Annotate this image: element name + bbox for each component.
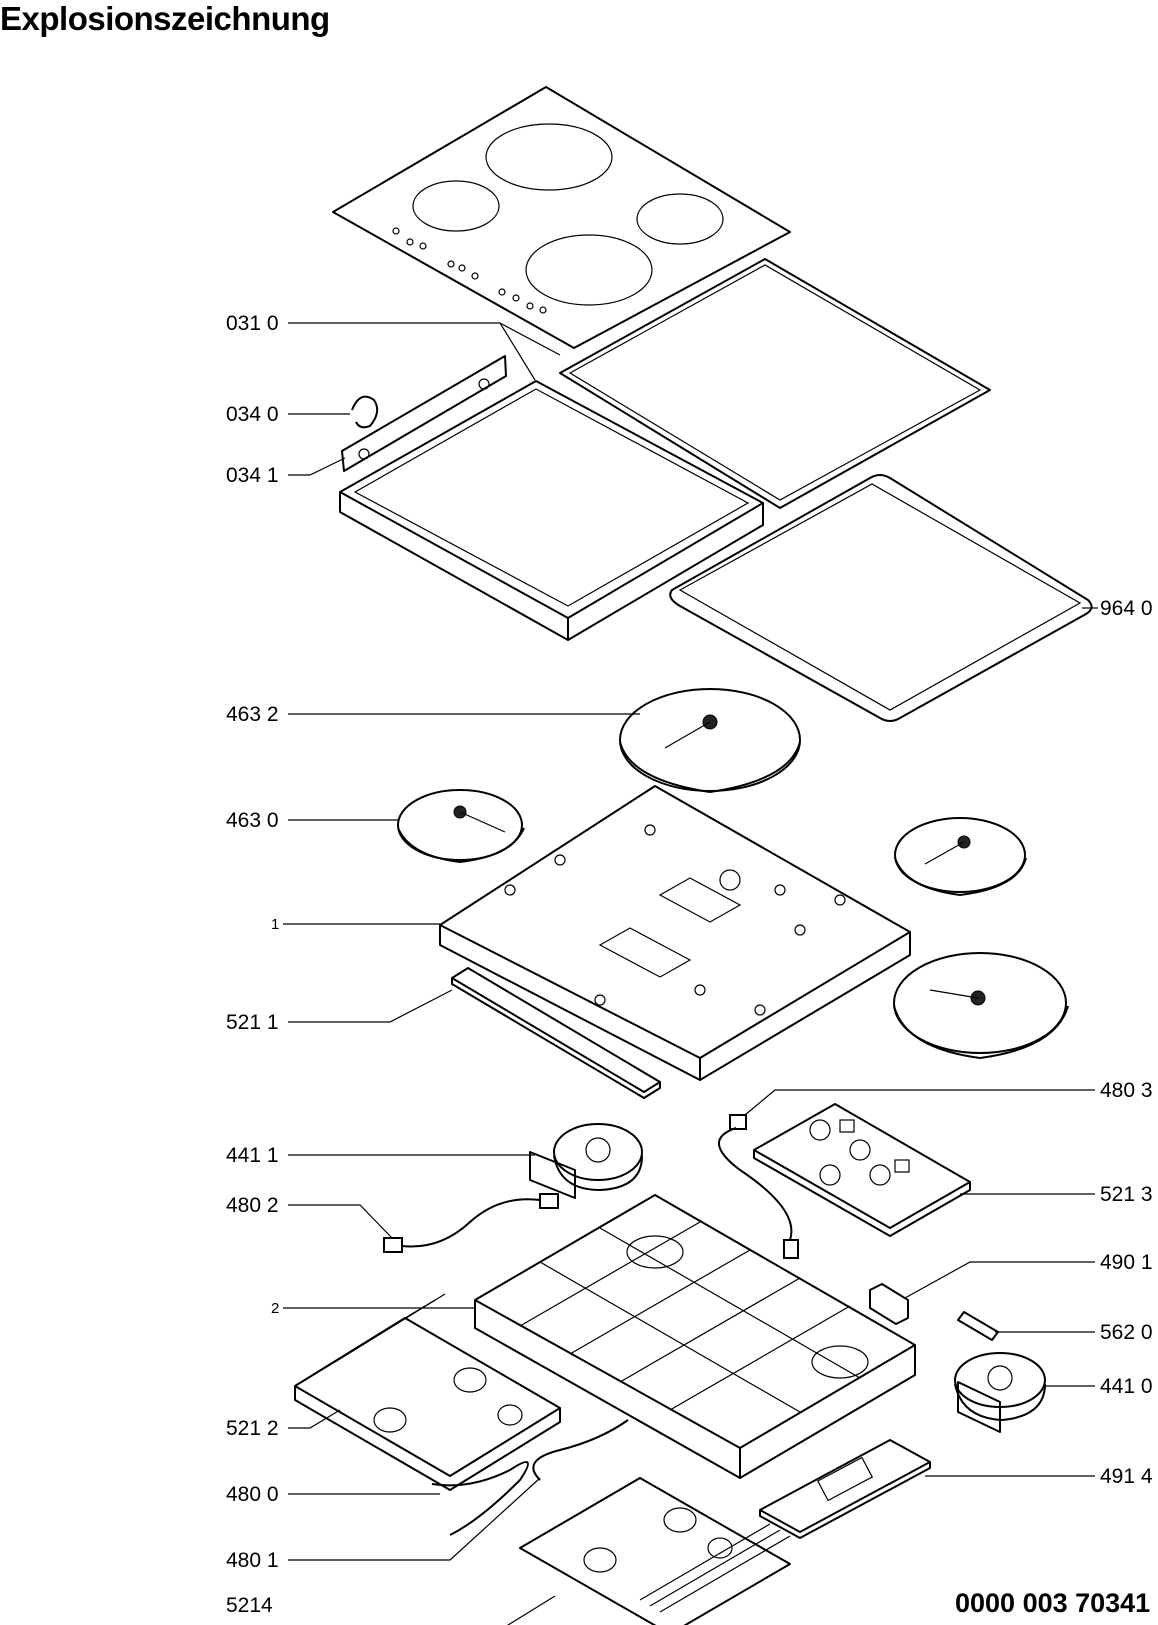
label-463-2: 463 2 [226, 703, 279, 726]
sensor-board [759, 1439, 931, 1539]
fuse [957, 1311, 999, 1341]
label-2: 2 [271, 1300, 280, 1317]
heating-element-large [619, 688, 801, 793]
bottom-housing [474, 1194, 916, 1479]
label-562-0: 562 0 [1100, 1321, 1153, 1344]
label-480-0: 480 0 [226, 1483, 279, 1506]
label-1: 1 [271, 916, 280, 933]
support-plate [439, 785, 911, 1081]
label-441-1: 441 1 [226, 1144, 279, 1167]
page-title: Explosionszeichnung [0, 0, 330, 37]
heating-element-right [894, 817, 1027, 896]
leader-lines [283, 322, 1098, 1625]
label-034-0: 034 0 [226, 403, 279, 426]
label-463-0: 463 0 [226, 809, 279, 832]
label-521-3: 521 3 [1100, 1183, 1153, 1206]
hob-frame [339, 380, 764, 641]
label-490-1: 490 1 [1100, 1251, 1153, 1274]
clip [351, 395, 379, 429]
fan-lower [954, 1352, 1046, 1433]
label-480-1: 480 1 [226, 1549, 279, 1572]
cable-480-3 [718, 1114, 799, 1259]
control-board-strip [451, 967, 661, 1099]
glass-ceramic-top [332, 86, 791, 349]
label-031-0: 031 0 [226, 312, 279, 335]
bracket-490-1 [869, 1283, 909, 1325]
power-board [753, 1103, 971, 1237]
mounting-bracket [341, 355, 507, 472]
label-480-3: 480 3 [1100, 1079, 1153, 1102]
label-964-0: 964 0 [1100, 597, 1153, 620]
cable-480-1 [532, 1419, 629, 1481]
label-5214: 5214 [226, 1594, 273, 1617]
heating-element-left [397, 789, 525, 863]
cable-480-2 [383, 1193, 559, 1253]
label-521-2: 521 2 [226, 1417, 279, 1440]
label-491-4: 491 4 [1100, 1465, 1153, 1488]
gasket [669, 474, 1093, 722]
power-board-right [519, 1477, 791, 1625]
heating-element-lower-right [893, 952, 1069, 1059]
label-441-0: 441 0 [1100, 1375, 1153, 1398]
label-034-1: 034 1 [226, 464, 279, 487]
power-board-left [294, 1293, 561, 1491]
cable-480-0 [431, 1461, 529, 1536]
document-number: 0000 003 70341 [955, 1588, 1151, 1618]
top-seal [559, 258, 991, 509]
label-521-1: 521 1 [226, 1011, 279, 1034]
fan-upper [529, 1123, 643, 1199]
label-480-2: 480 2 [226, 1194, 279, 1217]
